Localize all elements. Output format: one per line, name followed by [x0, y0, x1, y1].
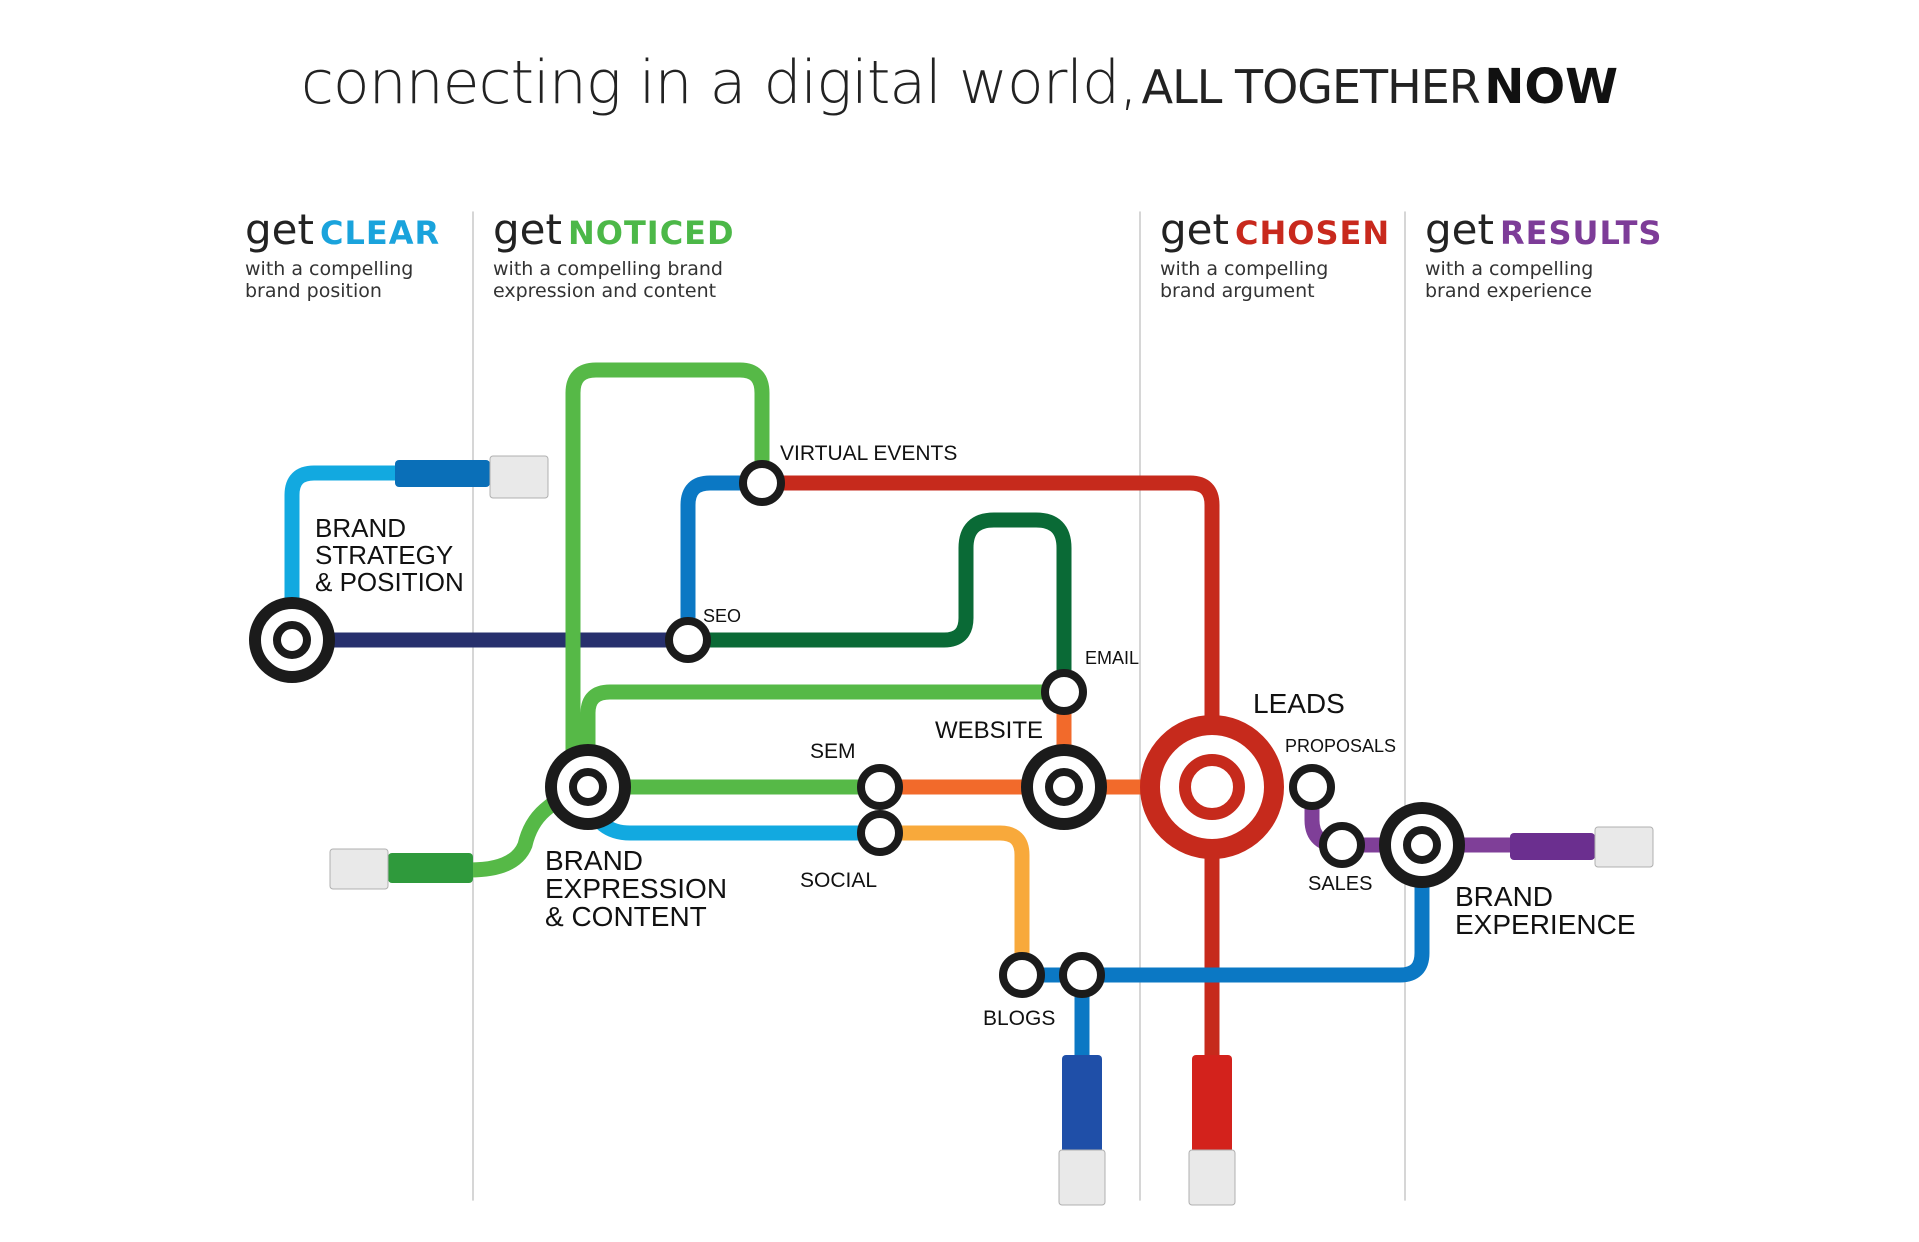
label-virtual-events: VIRTUAL EVENTS: [780, 442, 957, 465]
plug-blue-bottom: [1058, 1055, 1106, 1206]
plug-body: [395, 460, 490, 487]
line-virtual-leads: [754, 475, 1220, 1068]
label-brand-expression-1: BRAND: [545, 845, 643, 876]
label-brand-expression-2: EXPRESSION: [545, 873, 727, 904]
label-blogs: BLOGS: [983, 1007, 1055, 1030]
column-get-word: get: [245, 205, 314, 254]
label-social: SOCIAL: [800, 869, 877, 892]
label-brand-expression-3: & CONTENT: [545, 901, 707, 932]
column-subtitle-chosen: with a compelling brand argument: [1160, 258, 1329, 302]
station-brand-experience: [1379, 802, 1465, 888]
plug-body: [388, 853, 473, 883]
column-keyword-noticed: NOTICED: [567, 214, 735, 252]
line-expression-social: [580, 792, 888, 841]
plug-red-bottom: [1188, 1055, 1236, 1206]
column-subtitle-results: with a compelling brand experience: [1425, 258, 1594, 302]
line-expression-email: [580, 684, 1072, 771]
station-sem: [857, 764, 903, 810]
label-brand-strategy-1: BRAND: [315, 513, 406, 543]
line-brand-strategy-cable: [284, 465, 408, 648]
station-email: [1041, 669, 1087, 715]
label-sales: SALES: [1308, 873, 1372, 895]
plug-head: [1058, 1149, 1106, 1206]
label-proposals: PROPOSALS: [1285, 736, 1396, 756]
plug-body: [1192, 1055, 1232, 1153]
line-social-blogs: [872, 825, 1030, 983]
label-email: EMAIL: [1085, 648, 1139, 668]
headline: connecting in a digital world, ALL TOGET…: [0, 48, 1919, 118]
column-get-word: get: [1160, 205, 1229, 254]
plug-green-left: [329, 848, 473, 890]
line-expression-virtual: [565, 362, 770, 795]
label-brand-experience-1: BRAND: [1455, 881, 1553, 912]
label-brand-experience-2: EXPERIENCE: [1455, 909, 1636, 940]
line-seo-email: [680, 512, 1072, 700]
column-get-word: get: [1425, 205, 1494, 254]
stations: [249, 460, 1465, 998]
line-expression-cable: [462, 779, 581, 878]
station-brand-expression: [545, 744, 631, 830]
cable-plugs: [329, 455, 1654, 1206]
line-blogs-experience: [1014, 837, 1430, 983]
station-social: [857, 810, 903, 856]
headline-part3: NOW: [1484, 59, 1619, 115]
label-website: WEBSITE: [935, 717, 1043, 744]
station-virtual-events: [739, 460, 785, 506]
plug-head: [489, 455, 549, 499]
plug-head: [1594, 826, 1654, 868]
station-blogs-a: [999, 952, 1045, 998]
plug-purple-right: [1510, 826, 1654, 868]
station-proposals: [1289, 764, 1335, 810]
station-labels: BRAND STRATEGY & POSITION BRAND EXPRESSI…: [315, 442, 1636, 1030]
station-seo: [665, 617, 711, 663]
label-seo: SEO: [703, 606, 741, 626]
station-website: [1021, 744, 1107, 830]
headline-part1: connecting in a digital world,: [300, 48, 1138, 118]
column-keyword-chosen: CHOSEN: [1234, 214, 1391, 252]
plug-blue-top: [395, 455, 549, 499]
label-brand-strategy-2: STRATEGY: [315, 540, 453, 570]
column-subtitle-noticed: with a compelling brand expression and c…: [493, 258, 723, 302]
label-leads: LEADS: [1253, 688, 1345, 719]
column-dividers: [472, 211, 1406, 1201]
headline-part2: ALL TOGETHER: [1141, 60, 1481, 114]
column-subtitle-clear: with a compelling brand position: [245, 258, 414, 302]
station-leads: [1140, 715, 1284, 859]
column-keyword-clear: CLEAR: [319, 214, 441, 252]
plug-head: [329, 848, 389, 890]
station-sales: [1319, 822, 1365, 868]
plug-head: [1188, 1149, 1236, 1206]
plug-body: [1062, 1055, 1102, 1153]
station-blogs-b: [1059, 952, 1105, 998]
column-get-word: get: [493, 205, 562, 254]
column-keyword-results: RESULTS: [1499, 214, 1663, 252]
line-seo-virtual: [680, 475, 770, 648]
station-brand-strategy: [249, 597, 335, 683]
label-sem: SEM: [810, 740, 856, 763]
label-brand-strategy-3: & POSITION: [315, 567, 464, 597]
plug-body: [1510, 833, 1595, 860]
